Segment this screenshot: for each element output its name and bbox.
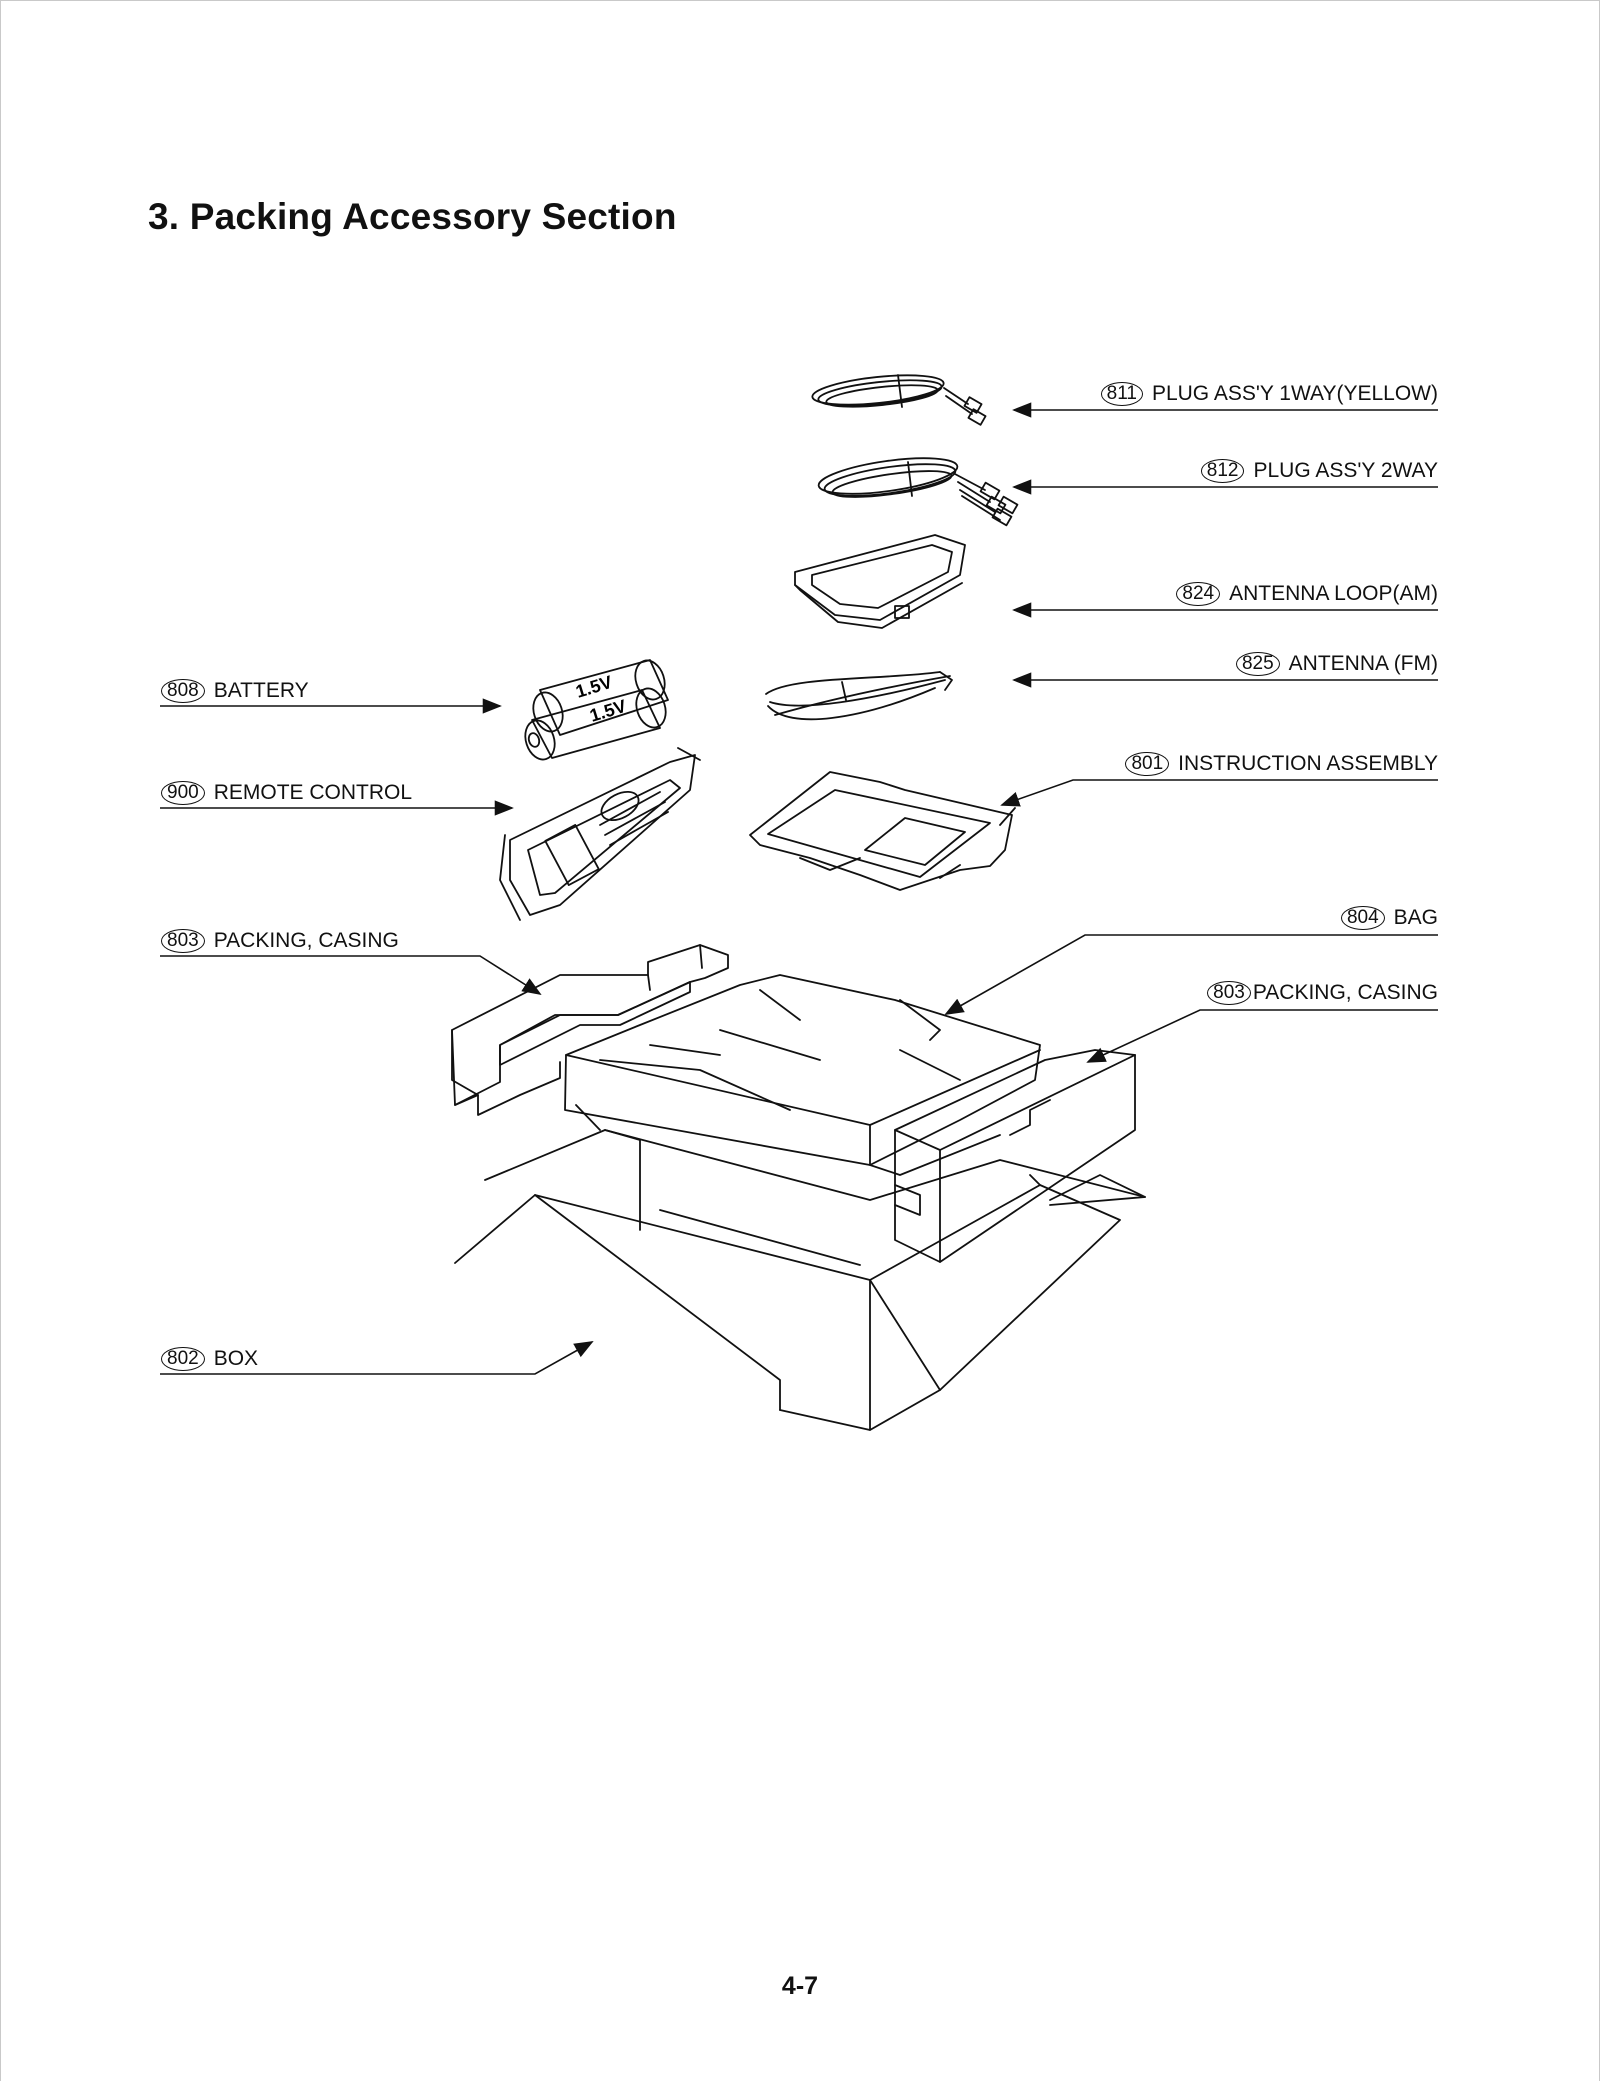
callout-label: ANTENNA LOOP(AM) (1229, 582, 1438, 605)
callout-label: PLUG ASS'Y 1WAY(YELLOW) (1151, 382, 1438, 405)
callout-label: REMOTE CONTROL (213, 781, 413, 804)
leader-804 (944, 934, 1438, 1015)
callout-804: 804 BAG (838, 903, 1438, 933)
battery-marking-2: 1.5V (587, 696, 628, 726)
battery-drawing (524, 659, 669, 761)
callout-811: 811 PLUG ASS'Y 1WAY(YELLOW) (838, 379, 1438, 409)
plug-1way-cable-drawing (811, 374, 987, 426)
box-drawing (454, 1129, 1146, 1431)
battery-marking-1: 1.5V (573, 672, 614, 702)
callout-label: INSTRUCTION ASSEMBLY (1178, 752, 1438, 775)
page-number: 4-7 (781, 1972, 819, 2000)
instruction-assembly-drawing (749, 771, 1016, 891)
callout-number: 804 (1340, 906, 1385, 930)
section-title: 3. Packing Accessory Section (148, 196, 677, 237)
leader-803-right (1086, 1009, 1438, 1063)
callout-825: 825 ANTENNA (FM) (838, 649, 1438, 679)
callout-900: 900 REMOTE CONTROL (161, 778, 412, 808)
packing-casing-right-drawing (894, 1049, 1136, 1263)
remote-control-drawing (499, 747, 701, 921)
am-loop-antenna-drawing (794, 534, 966, 629)
callout-number: 803 (1207, 981, 1251, 1005)
leader-801 (1000, 779, 1438, 807)
leader-803-left (160, 955, 542, 996)
callout-number: 811 (1100, 382, 1143, 406)
plug-2way-cable-drawing (817, 457, 1019, 527)
callout-label: BOX (213, 1347, 259, 1370)
callout-803-right: 803 PACKING, CASING (838, 978, 1438, 1008)
packing-casing-left-drawing (451, 944, 729, 1116)
callout-number: 803 (161, 929, 205, 953)
callout-801: 801 INSTRUCTION ASSEMBLY (838, 749, 1438, 779)
callout-824: 824 ANTENNA LOOP(AM) (838, 579, 1438, 609)
callout-label: PLUG ASS'Y 2WAY (1253, 459, 1438, 482)
callout-803-left: 803 PACKING, CASING (161, 926, 399, 956)
callout-number: 824 (1176, 582, 1221, 606)
fm-antenna-drawing (765, 671, 953, 721)
callout-number: 808 (161, 679, 205, 703)
callout-802: 802 BOX (161, 1344, 258, 1374)
bagged-unit-drawing (564, 974, 1041, 1176)
callout-812: 812 PLUG ASS'Y 2WAY (838, 456, 1438, 486)
callout-label: BATTERY (213, 679, 309, 702)
callout-number: 801 (1125, 752, 1170, 776)
callout-label: BAG (1393, 906, 1438, 929)
callout-808: 808 BATTERY (161, 676, 309, 706)
callout-label: PACKING, CASING (1252, 981, 1438, 1004)
callout-number: 900 (161, 781, 205, 805)
callout-number: 825 (1235, 652, 1280, 676)
callout-label: ANTENNA (FM) (1288, 652, 1438, 675)
callout-number: 812 (1200, 459, 1245, 483)
callout-label: PACKING, CASING (213, 929, 399, 952)
leader-802 (160, 1341, 594, 1375)
callout-number: 802 (161, 1347, 205, 1371)
